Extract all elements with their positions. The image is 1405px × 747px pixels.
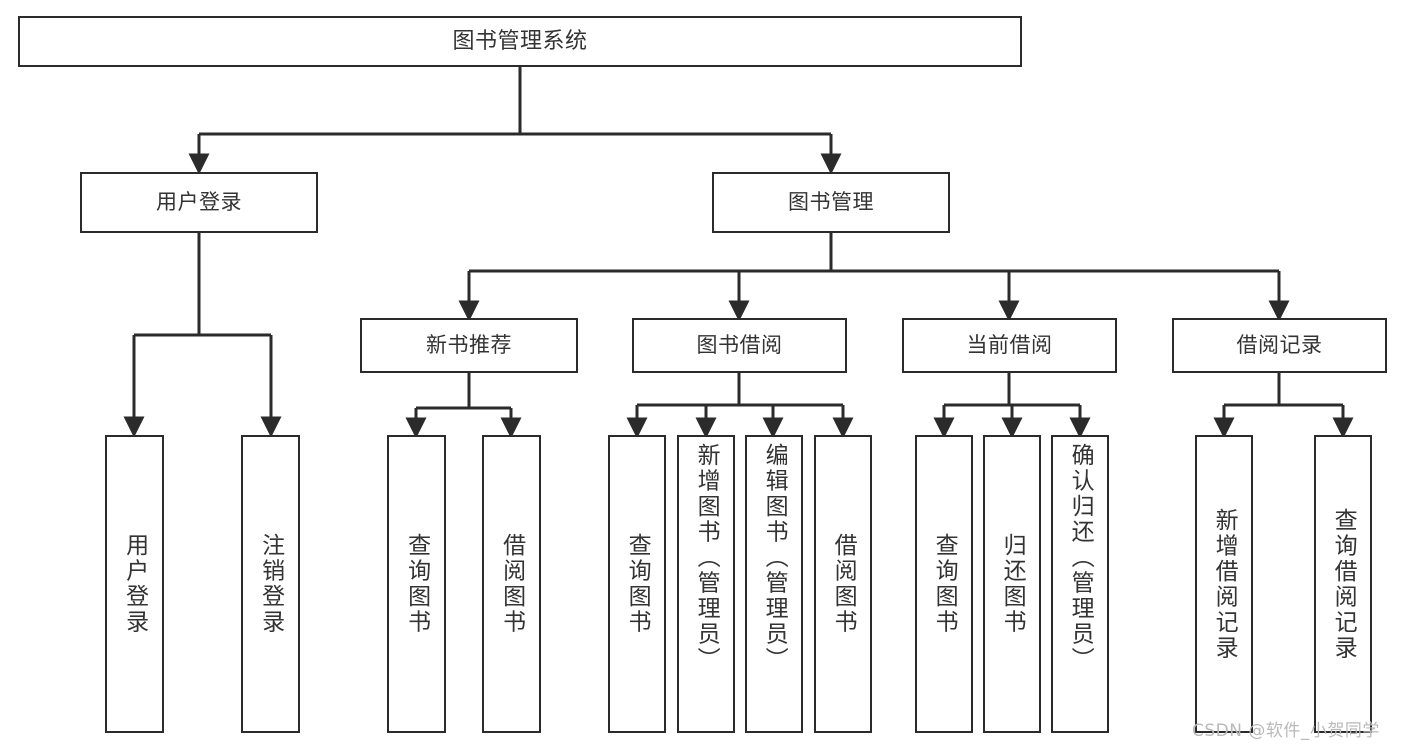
leaf-query-record-label: 查询借阅记录 [1330, 507, 1357, 661]
leaf-add-record[interactable]: 新增借阅记录 [1195, 435, 1253, 733]
leaf-query-book-1-label: 查询图书 [403, 533, 430, 635]
node-new-book-recommend[interactable]: 新书推荐 [360, 318, 578, 373]
node-book-borrow[interactable]: 图书借阅 [632, 318, 847, 373]
csdn-watermark: CSDN @软件_小贺同学 [1192, 721, 1380, 741]
node-current-borrow-label: 当前借阅 [966, 333, 1053, 358]
leaf-user-login[interactable]: 用户登录 [105, 435, 164, 733]
leaf-edit-book-label: 编辑图书（管理员） [761, 443, 788, 673]
leaf-add-book[interactable]: 新增图书（管理员） [677, 435, 735, 733]
leaf-user-login-label: 用户登录 [121, 533, 148, 635]
node-borrow-record-label: 借阅记录 [1236, 333, 1323, 358]
leaf-borrow-book-2-label: 借阅图书 [830, 533, 857, 635]
leaf-borrow-book-1[interactable]: 借阅图书 [482, 435, 541, 733]
leaf-borrow-book-1-label: 借阅图书 [498, 533, 525, 635]
leaf-query-book-1[interactable]: 查询图书 [387, 435, 446, 733]
leaf-confirm-return-label: 确认归还（管理员） [1067, 443, 1094, 673]
node-new-book-recommend-label: 新书推荐 [426, 333, 512, 358]
leaf-query-record[interactable]: 查询借阅记录 [1314, 435, 1372, 733]
node-book-borrow-label: 图书借阅 [696, 333, 783, 358]
leaf-return-book[interactable]: 归还图书 [983, 435, 1041, 733]
leaf-logout[interactable]: 注销登录 [241, 435, 300, 733]
node-borrow-record[interactable]: 借阅记录 [1172, 318, 1387, 373]
leaf-query-book-3[interactable]: 查询图书 [915, 435, 973, 733]
node-book-manage-label: 图书管理 [788, 190, 874, 215]
leaf-add-record-label: 新增借阅记录 [1211, 507, 1238, 661]
leaf-return-book-label: 归还图书 [999, 533, 1026, 635]
node-user-login[interactable]: 用户登录 [80, 172, 318, 233]
leaf-borrow-book-2[interactable]: 借阅图书 [814, 435, 872, 733]
leaf-query-book-3-label: 查询图书 [931, 533, 958, 635]
node-user-login-label: 用户登录 [156, 190, 242, 215]
leaf-edit-book[interactable]: 编辑图书（管理员） [745, 435, 803, 733]
leaf-query-book-2[interactable]: 查询图书 [608, 435, 666, 733]
leaf-confirm-return[interactable]: 确认归还（管理员） [1051, 435, 1109, 733]
node-current-borrow[interactable]: 当前借阅 [902, 318, 1117, 373]
node-book-manage[interactable]: 图书管理 [712, 172, 950, 233]
leaf-query-book-2-label: 查询图书 [624, 533, 651, 635]
node-root-label: 图书管理系统 [452, 28, 588, 54]
leaf-logout-label: 注销登录 [257, 533, 284, 635]
node-root[interactable]: 图书管理系统 [18, 16, 1022, 67]
leaf-add-book-label: 新增图书（管理员） [693, 443, 720, 673]
